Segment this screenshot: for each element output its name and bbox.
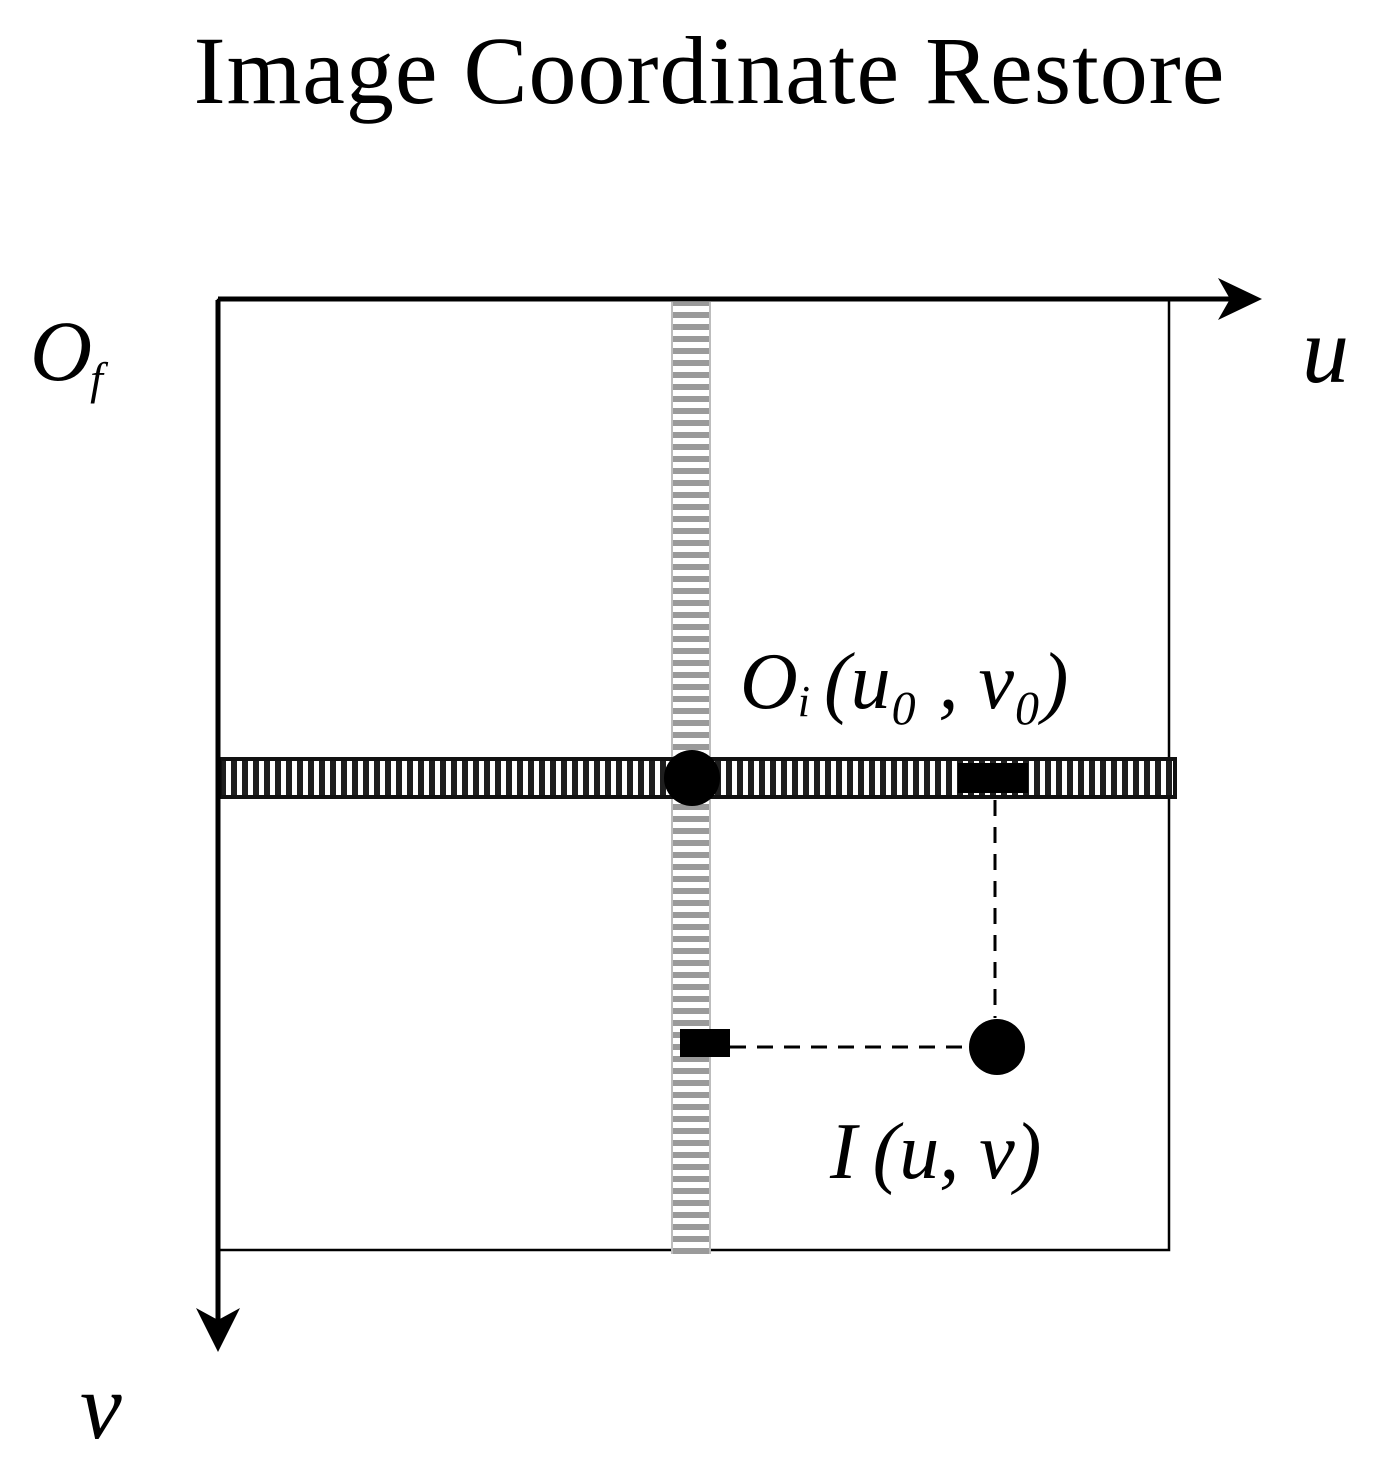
v-axis-arrow	[196, 300, 240, 1352]
image-point-label: I(u, v)	[829, 1108, 1041, 1196]
image-point	[969, 1019, 1025, 1075]
u-axis-label: u	[1302, 299, 1349, 403]
image-center-point	[664, 750, 720, 806]
v-axis-label: v	[80, 1355, 122, 1459]
u-axis-arrow	[218, 278, 1262, 320]
u-projection-marker	[958, 763, 1028, 793]
image-center-label: Oi(u₀ , v₀)	[740, 638, 1068, 726]
diagram-title: Image Coordinate Restore	[193, 17, 1226, 124]
v-projection-marker	[680, 1029, 730, 1057]
frame-origin-label: Of	[30, 303, 109, 404]
